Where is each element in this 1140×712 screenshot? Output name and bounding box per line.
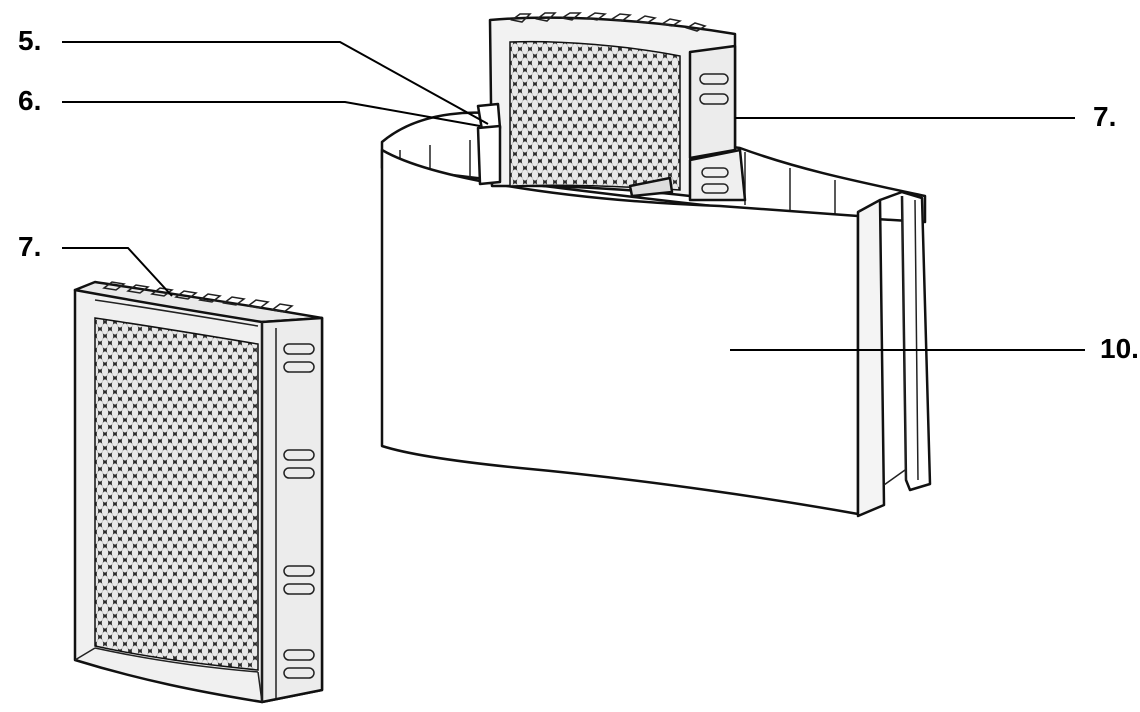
callout-7-left: 7. — [18, 231, 41, 262]
leader-line-7-left — [62, 247, 173, 297]
leader-line-5 — [62, 41, 489, 125]
loose-filter — [73, 280, 324, 704]
installed-filter — [476, 12, 747, 202]
callout-7-top: 7. — [1093, 101, 1116, 132]
housing — [380, 111, 932, 518]
callout-5: 5. — [18, 25, 41, 56]
callout-6: 6. — [18, 85, 41, 116]
leader-line-6 — [62, 101, 481, 127]
leader-lines — [62, 41, 1085, 351]
callout-10: 10. — [1100, 333, 1139, 364]
